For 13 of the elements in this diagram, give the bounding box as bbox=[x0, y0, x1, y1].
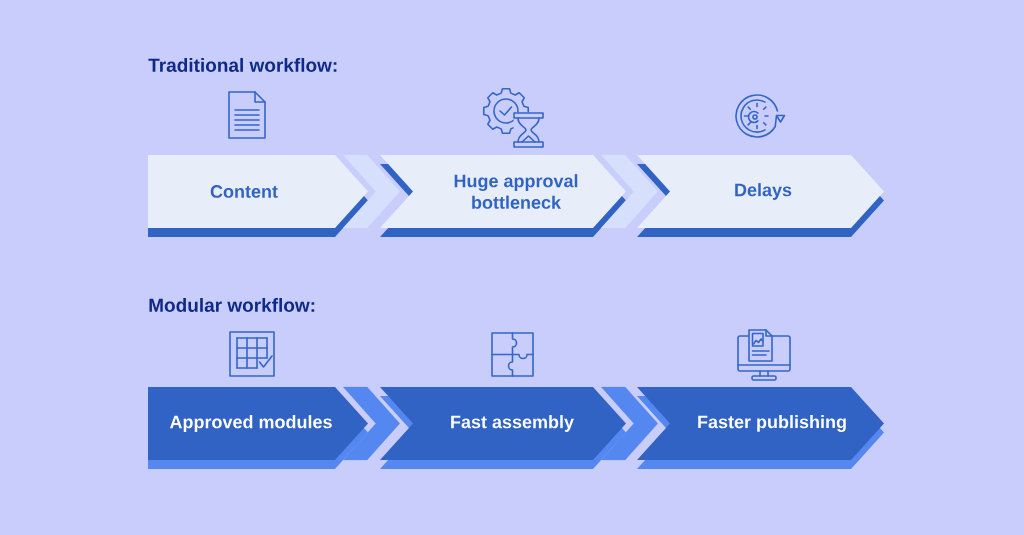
node-label: Approved modules bbox=[169, 415, 332, 432]
chevron-box: Content bbox=[148, 155, 368, 237]
node-label: Fast assembly bbox=[451, 415, 574, 432]
chevron-arrow bbox=[601, 386, 658, 461]
section-heading: Traditional workflow: bbox=[148, 58, 337, 72]
chevron-box: Approved modules bbox=[148, 387, 368, 469]
chevron-box: Huge approval bottleneck bbox=[380, 155, 626, 237]
chevron-box: Faster publishing bbox=[637, 387, 884, 469]
section-heading: Modular workflow: bbox=[149, 298, 315, 312]
chevron-box: Fast assembly bbox=[380, 387, 626, 469]
chevron-arrow bbox=[601, 154, 658, 229]
chevron-arrow bbox=[343, 386, 400, 461]
chevron-box: Delays bbox=[637, 155, 884, 237]
